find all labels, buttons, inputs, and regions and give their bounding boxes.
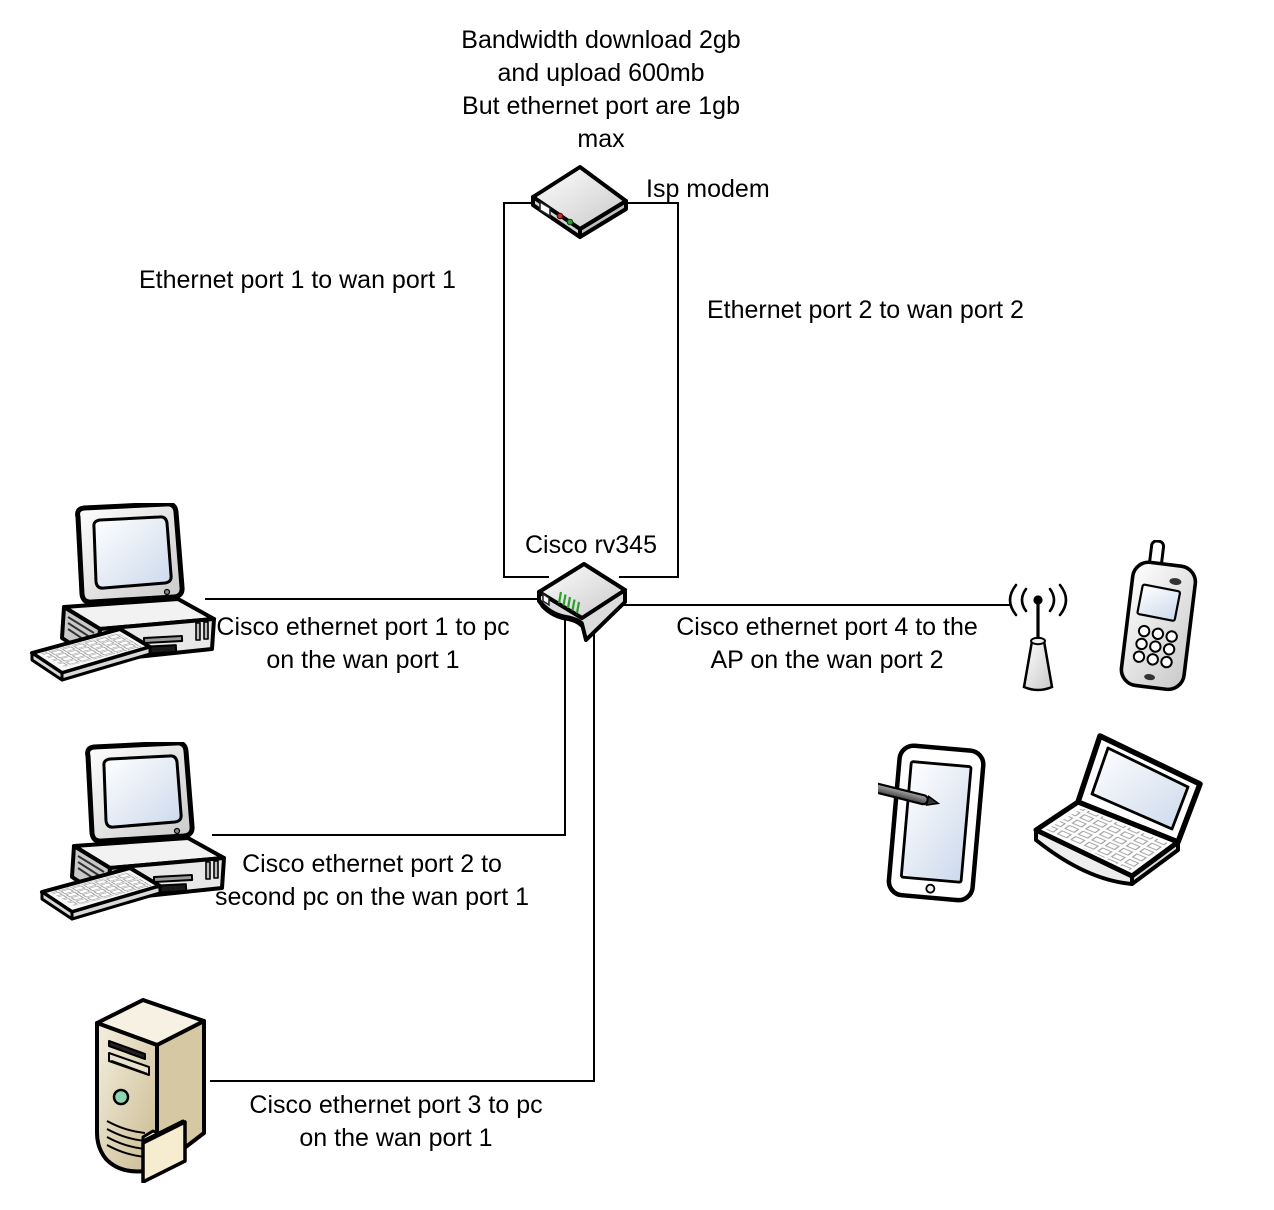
cell-phone-icon [1119,540,1198,692]
link-label-pc1: Cisco ethernet port 1 to pc on the wan p… [216,613,510,674]
cable-wan2-bottom-segment [619,576,679,578]
router-port [542,592,550,607]
phone-keypad [1132,624,1178,669]
modem-port [539,200,551,218]
router-label: Cisco rv345 [525,531,657,559]
cable-router-to-pc1 [205,598,545,600]
tablet-home-button [925,883,936,894]
isp-modem-label: Isp modem [646,175,770,203]
modem-led-green [566,218,574,226]
link-label-server: Cisco ethernet port 3 to pc on the wan p… [249,1091,543,1152]
server-tower-icon [95,998,206,1183]
radio-waves [1008,583,1068,617]
link-label-eth1-wan1: Ethernet port 1 to wan port 1 [139,266,456,294]
antenna-icon [1008,583,1068,692]
monitor-screen [102,754,183,829]
phone-body [1119,560,1198,692]
tablet-stylus-icon [878,743,986,903]
link-label-ap: Cisco ethernet port 4 to the AP on the w… [676,613,978,674]
server-power-button [112,1088,130,1106]
bandwidth-note: Bandwidth download 2gb and upload 600mb … [461,26,741,153]
cable-router-to-server-vertical [593,622,595,1082]
router-icon [537,562,627,642]
cable-wan1-bottom-segment [503,576,549,578]
cable-router-to-pc2-vertical [564,618,566,836]
desktop-pc-icon [40,742,226,921]
folder-icon [141,1120,187,1183]
antenna-tip [1033,595,1043,605]
link-label-eth2-wan2: Ethernet port 2 to wan port 2 [707,296,1024,324]
cable-router-to-server-horizontal [210,1080,595,1082]
router-led-column [557,591,581,614]
cable-wan2-vertical [677,202,679,578]
monitor-screen [92,515,173,590]
laptop-screen [1090,746,1190,831]
cable-wan1-vertical [503,202,505,578]
stylus [878,782,941,807]
cable-wan1-top-segment [503,202,545,204]
modem-icon [531,165,628,239]
phone-screen [1136,583,1181,622]
tablet-screen [900,760,973,884]
cable-router-to-ap [620,604,1012,606]
desktop-pc-icon [30,503,216,682]
link-label-pc2: Cisco ethernet port 2 to second pc on th… [214,850,530,911]
cable-wan2-top-segment [622,202,679,204]
modem-led-red [556,212,564,220]
laptop-icon [1033,733,1203,886]
cable-router-to-pc2-horizontal [212,834,566,836]
